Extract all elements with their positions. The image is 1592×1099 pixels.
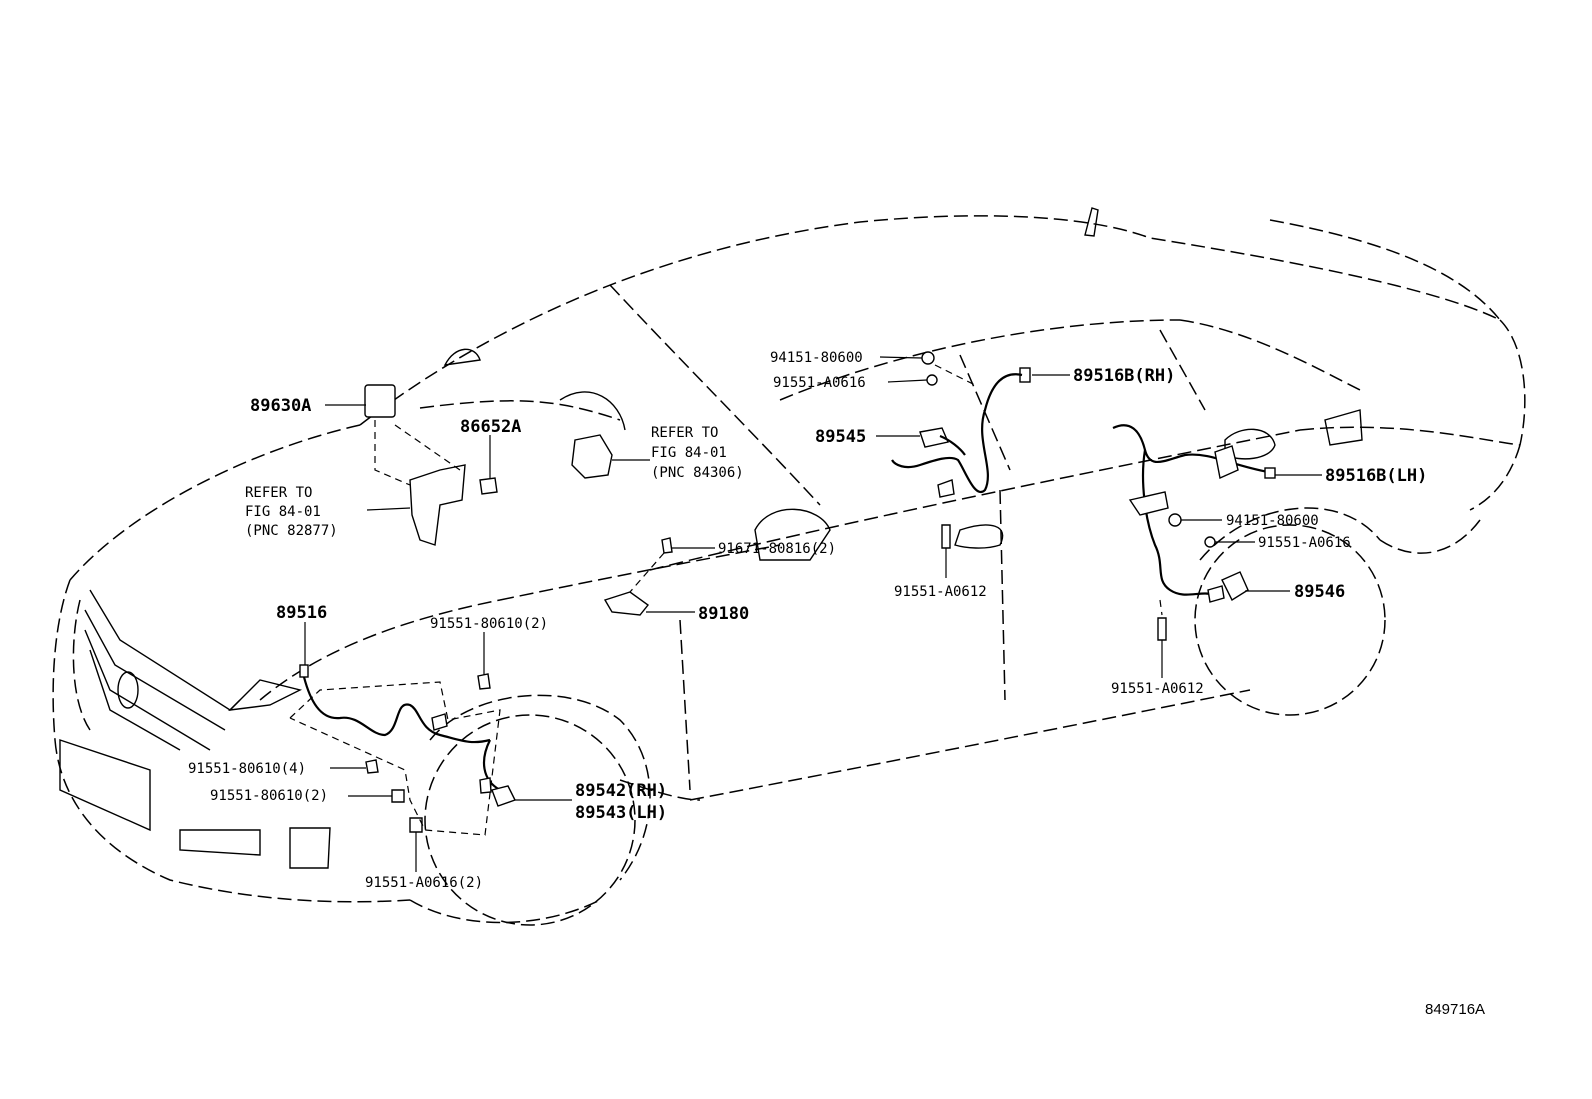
label-refer2-l1: REFER TO [245, 485, 312, 501]
label-91551-a0612-right: 91551-A0612 [1111, 681, 1204, 697]
front-speed-sensor [491, 785, 516, 807]
label-89180: 89180 [698, 604, 749, 624]
figure-id: 849716A [1425, 1001, 1485, 1018]
connector-89516B-LH [1264, 467, 1276, 479]
leader-lines [304, 356, 1322, 872]
parts [289, 351, 1276, 836]
yaw-sensor-89180 [603, 591, 650, 616]
rear-sensor-89545 [919, 427, 949, 448]
wire-89516B-RH [891, 373, 1023, 494]
bracket-rear [1128, 491, 1169, 516]
label-91551-a0612-mid: 91551-A0612 [894, 584, 987, 600]
label-91551-80610-2-low: 91551-80610(2) [210, 788, 328, 804]
clip-91551-a0616-right [1204, 536, 1216, 548]
bolt-91551-80610-b [365, 759, 379, 774]
clip-91551-a0616-top [926, 374, 938, 386]
grommet-94151-top [921, 351, 935, 365]
grommet-94151-right [1168, 513, 1182, 527]
label-86652A: 86652A [460, 417, 521, 437]
label-89543-LH: 89543(LH) [575, 803, 667, 823]
rear-sensor-89546 [1221, 571, 1249, 602]
connector-89516 [299, 664, 309, 678]
label-91551-a0616-right: 91551-A0616 [1258, 535, 1351, 551]
label-89516: 89516 [276, 603, 327, 623]
label-89516B-LH: 89516B(LH) [1325, 466, 1427, 486]
wire-89516B-LH [1112, 424, 1269, 474]
car-body-outline [52, 215, 1526, 926]
steering-sensor [571, 434, 613, 479]
bracket-82877 [409, 464, 466, 546]
bolt-91671 [661, 537, 673, 554]
label-94151-top: 94151-80600 [770, 350, 863, 366]
label-91671: 91671-80816(2) [718, 541, 836, 557]
label-89516B-RH: 89516B(RH) [1073, 366, 1175, 386]
label-94151-right: 94151-80600 [1226, 513, 1319, 529]
clip-86652A [479, 477, 498, 495]
label-refer1-l2: FIG 84-01 [651, 445, 727, 461]
label-refer1-l1: REFER TO [651, 425, 718, 441]
label-89542-RH: 89542(RH) [575, 781, 667, 801]
label-89545: 89545 [815, 427, 866, 447]
label-refer1-l3: (PNC 84306) [651, 465, 744, 481]
bolt-91551-a0612-mid [941, 524, 951, 549]
label-89546: 89546 [1294, 582, 1345, 602]
label-91551-a0616-top: 91551-A0616 [773, 375, 866, 391]
car-body-details [59, 207, 1363, 869]
label-91551-80610-2-top: 91551-80610(2) [430, 616, 548, 632]
label-91551-80610-4: 91551-80610(4) [188, 761, 306, 777]
label-refer2-l3: (PNC 82877) [245, 523, 338, 539]
label-refer2-l2: FIG 84-01 [245, 504, 321, 520]
bolt-91551-a0616-front [409, 817, 423, 833]
label-91551-a0616-2: 91551-A0616(2) [365, 875, 483, 891]
bolt-91551-80610-a [477, 673, 491, 690]
part-labels: 89630A 86652A REFER TO FIG 84-01 (PNC 84… [188, 350, 1485, 1018]
bolt-91551-a0612-right [1157, 617, 1167, 641]
ecu-box-89630A [364, 384, 396, 418]
wire-89516 [302, 676, 491, 744]
label-89630A: 89630A [250, 396, 311, 416]
bolt-91551-80610-c [391, 789, 405, 803]
